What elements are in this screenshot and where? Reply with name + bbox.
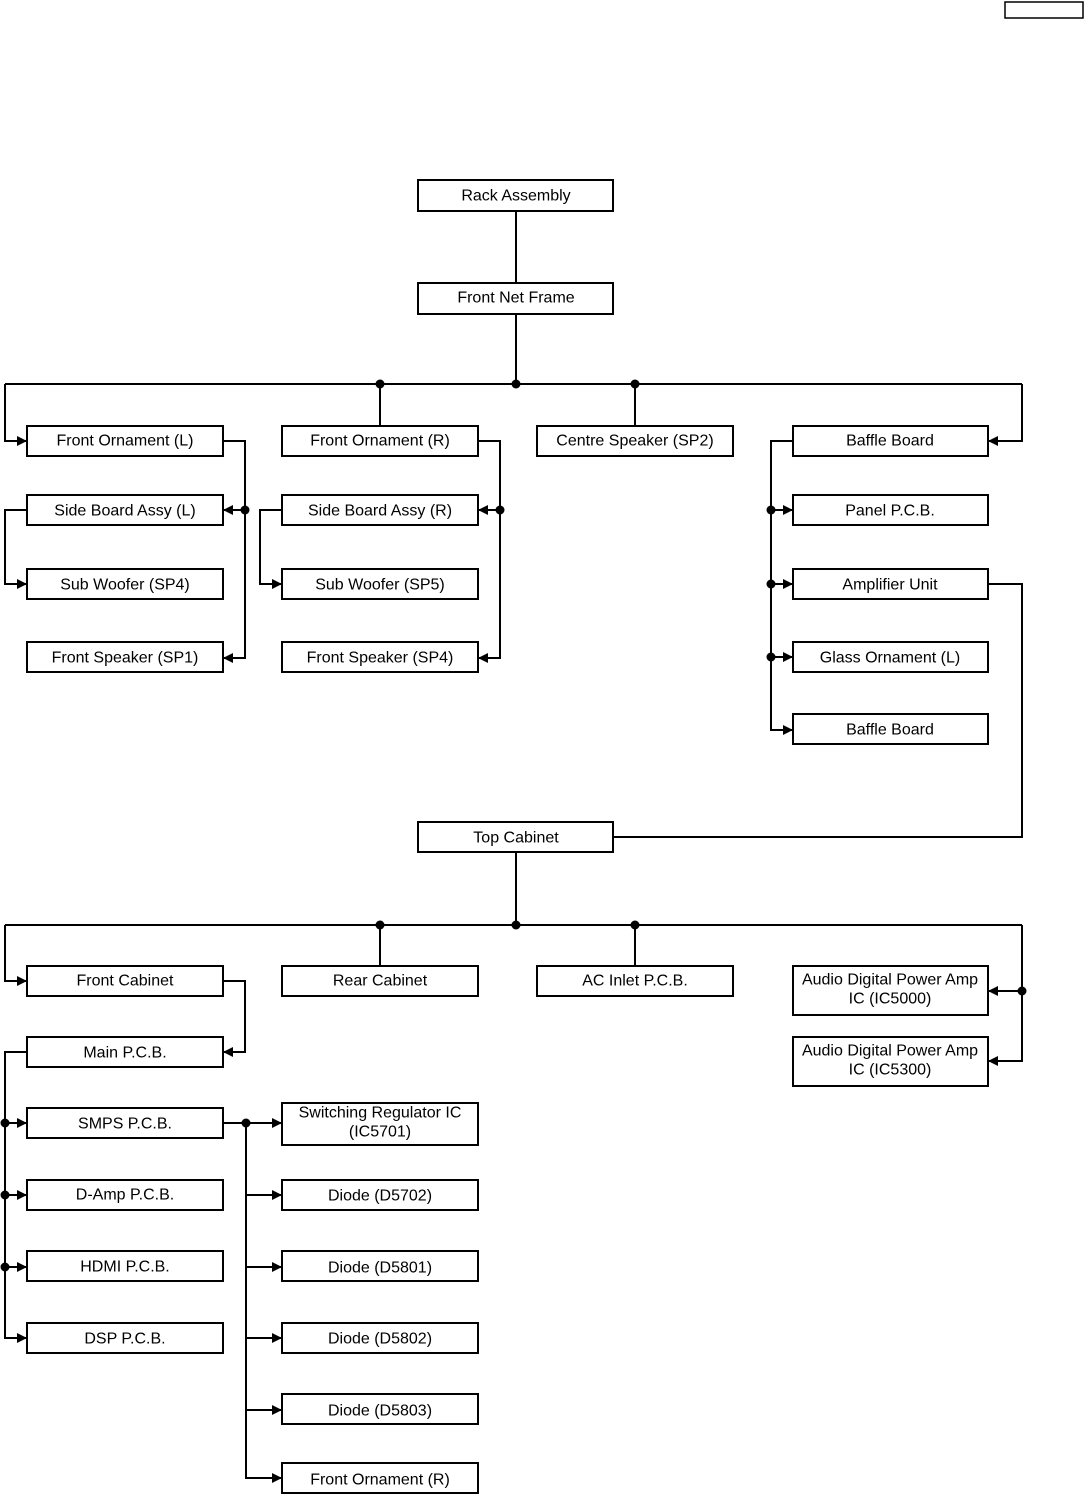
node-side-board-assy-r: Side Board Assy (R) [281, 494, 479, 526]
svg-text:HDMI P.C.B.: HDMI P.C.B. [80, 1259, 170, 1276]
page-corner-frame [1004, 1, 1084, 19]
node-audio-amp-ic5300: Audio Digital Power Amp IC (IC5300) [792, 1036, 989, 1087]
node-panel-pcb: Panel P.C.B. [792, 494, 989, 526]
svg-text:Front Speaker (SP4): Front Speaker (SP4) [307, 650, 454, 667]
node-baffle-board-top: Baffle Board [792, 425, 989, 457]
node-audio-amp-ic5000: Audio Digital Power Amp IC (IC5000) [792, 965, 989, 1016]
svg-text:Amplifier Unit: Amplifier Unit [842, 577, 938, 594]
node-diode-d5803: Diode (D5803) [281, 1393, 479, 1425]
svg-text:IC (IC5000): IC (IC5000) [849, 991, 932, 1008]
svg-text:Diode (D5801): Diode (D5801) [328, 1260, 432, 1277]
svg-text:Diode (D5802): Diode (D5802) [328, 1331, 432, 1348]
svg-text:Side Board Assy (L): Side Board Assy (L) [54, 503, 195, 520]
node-diode-d5702: Diode (D5702) [281, 1179, 479, 1211]
node-front-cabinet: Front Cabinet [26, 965, 224, 997]
svg-text:Rack Assembly: Rack Assembly [461, 188, 570, 205]
node-diode-d5801: Diode (D5801) [281, 1250, 479, 1282]
node-damp-pcb: D-Amp P.C.B. [26, 1179, 224, 1211]
svg-text:Top Cabinet: Top Cabinet [473, 830, 559, 847]
node-top-cabinet: Top Cabinet [417, 821, 614, 853]
node-ac-inlet-pcb: AC Inlet P.C.B. [536, 965, 734, 997]
node-hdmi-pcb: HDMI P.C.B. [26, 1250, 224, 1282]
svg-text:Front Net Frame: Front Net Frame [457, 290, 574, 307]
svg-text:DSP P.C.B.: DSP P.C.B. [84, 1331, 165, 1348]
svg-text:Diode (D5803): Diode (D5803) [328, 1403, 432, 1420]
node-sub-woofer-sp5: Sub Woofer (SP5) [281, 568, 479, 600]
node-front-speaker-sp1: Front Speaker (SP1) [26, 641, 224, 673]
node-centre-speaker: Centre Speaker (SP2) [536, 425, 734, 457]
svg-text:IC (IC5300): IC (IC5300) [849, 1062, 932, 1079]
node-smps-pcb: SMPS P.C.B. [26, 1107, 224, 1139]
node-front-ornament-r-bottom: Front Ornament (R) [281, 1462, 479, 1494]
svg-text:D-Amp P.C.B.: D-Amp P.C.B. [76, 1187, 174, 1204]
svg-text:Audio Digital Power Amp: Audio Digital Power Amp [802, 1043, 978, 1060]
junction-dots [0, 379, 1027, 1272]
svg-text:Side Board Assy (R): Side Board Assy (R) [308, 503, 452, 520]
node-front-ornament-l: Front Ornament (L) [26, 425, 224, 457]
node-glass-ornament-l: Glass Ornament (L) [792, 641, 989, 673]
node-diode-d5802: Diode (D5802) [281, 1322, 479, 1354]
svg-text:Front Ornament (R): Front Ornament (R) [310, 1472, 450, 1489]
svg-text:AC Inlet P.C.B.: AC Inlet P.C.B. [582, 973, 688, 990]
svg-text:Front Speaker (SP1): Front Speaker (SP1) [52, 650, 199, 667]
svg-text:Switching Regulator IC: Switching Regulator IC [299, 1105, 462, 1122]
node-baffle-board-bottom: Baffle Board [792, 713, 989, 745]
node-amplifier-unit: Amplifier Unit [792, 568, 989, 600]
node-switching-regulator-ic: Switching Regulator IC (IC5701) [281, 1102, 479, 1146]
node-rear-cabinet: Rear Cabinet [281, 965, 479, 997]
svg-text:Rear Cabinet: Rear Cabinet [333, 973, 428, 990]
svg-text:Diode (D5702): Diode (D5702) [328, 1188, 432, 1205]
svg-text:Audio Digital Power Amp: Audio Digital Power Amp [802, 972, 978, 989]
svg-text:Main P.C.B.: Main P.C.B. [83, 1045, 166, 1062]
node-side-board-assy-l: Side Board Assy (L) [26, 494, 224, 526]
svg-text:Baffle Board: Baffle Board [846, 722, 934, 739]
svg-text:SMPS P.C.B.: SMPS P.C.B. [78, 1116, 172, 1133]
node-front-ornament-r: Front Ornament (R) [281, 425, 479, 457]
arrowheads [17, 436, 998, 1483]
svg-text:(IC5701): (IC5701) [349, 1124, 411, 1141]
svg-text:Baffle Board: Baffle Board [846, 433, 934, 450]
svg-text:Sub Woofer (SP4): Sub Woofer (SP4) [60, 577, 190, 594]
svg-text:Centre Speaker (SP2): Centre Speaker (SP2) [556, 433, 713, 450]
node-dsp-pcb: DSP P.C.B. [26, 1322, 224, 1354]
svg-text:Front Ornament (R): Front Ornament (R) [310, 433, 450, 450]
svg-text:Glass Ornament (L): Glass Ornament (L) [820, 650, 960, 667]
node-front-speaker-sp4: Front Speaker (SP4) [281, 641, 479, 673]
svg-text:Front Ornament (L): Front Ornament (L) [57, 433, 194, 450]
node-front-net-frame: Front Net Frame [417, 282, 614, 315]
node-sub-woofer-sp4: Sub Woofer (SP4) [26, 568, 224, 600]
svg-text:Sub Woofer (SP5): Sub Woofer (SP5) [315, 577, 445, 594]
node-main-pcb: Main P.C.B. [26, 1036, 224, 1068]
node-rack-assembly: Rack Assembly [417, 179, 614, 212]
svg-text:Front Cabinet: Front Cabinet [77, 973, 174, 990]
svg-text:Panel P.C.B.: Panel P.C.B. [845, 503, 935, 520]
